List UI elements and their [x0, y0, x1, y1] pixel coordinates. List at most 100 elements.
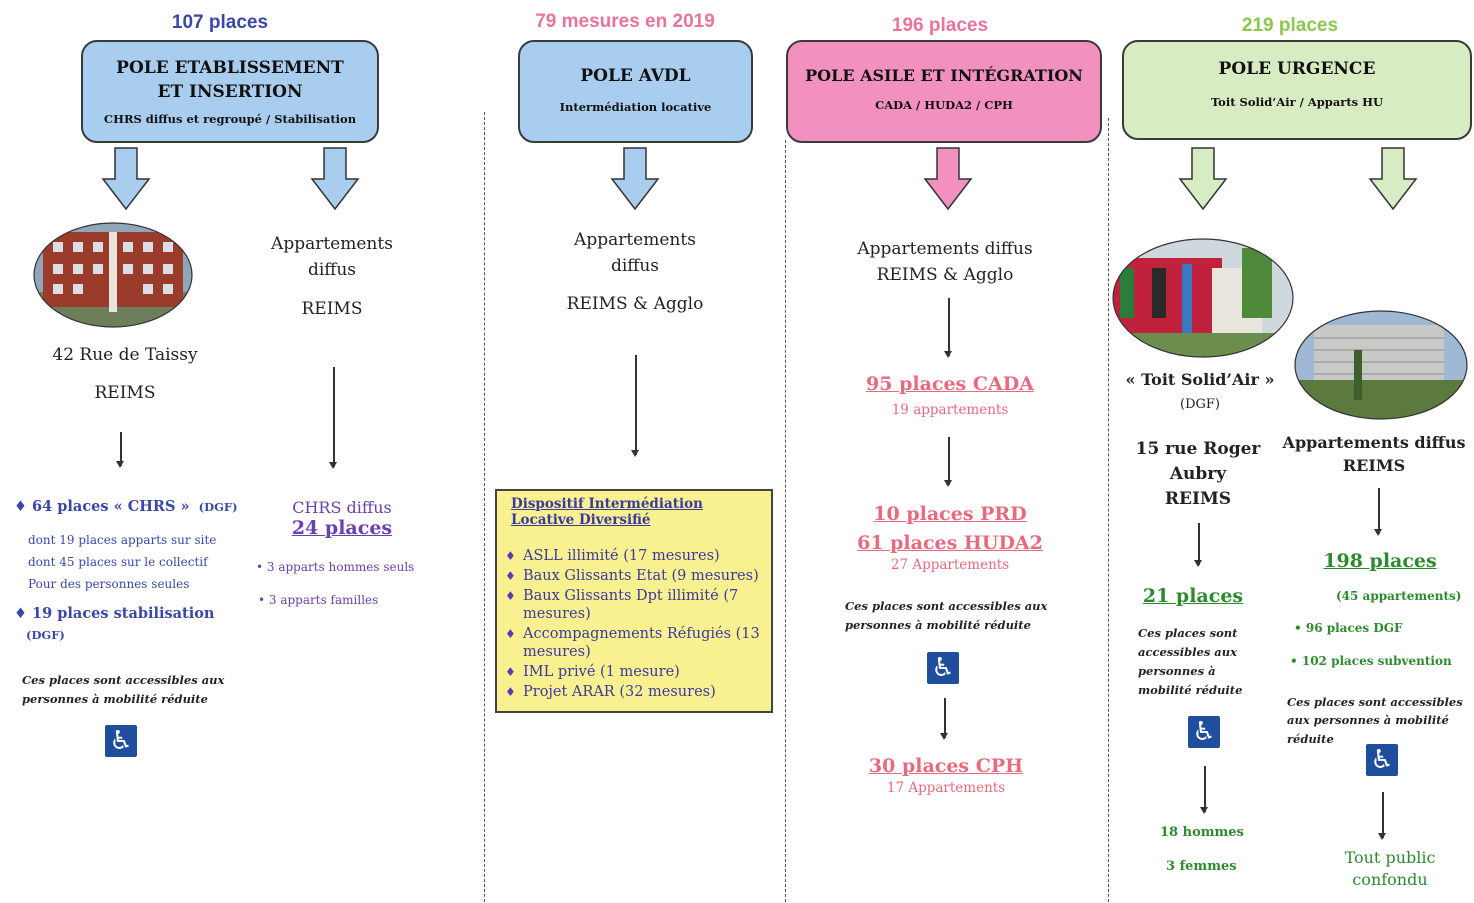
down-arrow-icon — [101, 147, 151, 211]
wheelchair-icon: ♿ — [1188, 716, 1220, 748]
pole-avdl-count: 79 mesures en 2019 — [535, 11, 715, 32]
pole-etab-sub: CHRS diffus et regroupé / Stabilisation — [103, 112, 357, 126]
col5-addr2: Aubry — [1169, 464, 1227, 484]
pole-urgence-box: POLE URGENCE Toit Solid’Air / Apparts HU — [1122, 40, 1472, 140]
pole-urgence-sub: Toit Solid’Air / Apparts HU — [1210, 95, 1384, 109]
col1-chrs-label: ♦ 64 places « CHRS » — [14, 498, 190, 515]
col4-cada: 95 places CADA — [866, 373, 1034, 395]
imld-item: ASLL illimité (17 mesures) — [501, 547, 767, 565]
col2-b2: • 3 apparts familles — [258, 593, 379, 607]
col6-places: 198 places — [1323, 550, 1437, 572]
imld-list: ASLL illimité (17 mesures) Baux Glissant… — [501, 547, 767, 701]
col2-city: REIMS — [301, 299, 363, 319]
arrow-line — [945, 298, 951, 358]
pole-urgence-count: 219 places — [1241, 15, 1339, 36]
col5-men: 18 hommes — [1160, 825, 1244, 840]
arrow-line — [632, 355, 638, 457]
col1-detail3: Pour des personnes seules — [28, 577, 190, 591]
col4-huda: 61 places HUDA2 — [857, 532, 1043, 554]
arrow-line — [1379, 792, 1385, 840]
col5-pmr2: accessibles aux — [1138, 645, 1237, 659]
col5-city: REIMS — [1164, 489, 1232, 509]
pole-urgence-title: POLE URGENCE — [1218, 59, 1376, 79]
col4-cph: 30 places CPH — [868, 755, 1024, 777]
col5-places: 21 places — [1142, 585, 1244, 607]
imld-item: Projet ARAR (32 mesures) — [501, 683, 767, 701]
col4-cada-sub: 19 appartements — [891, 402, 1009, 418]
imld-box: Dispositif Intermédiation Locative Diver… — [495, 489, 773, 713]
col1-pmr1: Ces places sont accessibles aux — [22, 673, 225, 687]
pole-asile-sub: CADA / HUDA2 / CPH — [875, 98, 1013, 112]
col4-title1: Appartements diffus — [857, 239, 1033, 259]
arrow-line — [1375, 488, 1381, 536]
col1-chrs: ♦ 64 places « CHRS » (DGF) — [14, 496, 238, 515]
wheelchair-icon: ♿ — [1366, 744, 1398, 776]
col6-pmr3: réduite — [1287, 732, 1334, 746]
col6-b2: • 102 places subvention — [1290, 654, 1452, 668]
down-arrow-icon — [923, 147, 973, 211]
pole-asile-count: 196 places — [891, 15, 989, 36]
col6-title1: Appartements diffus — [1282, 433, 1466, 452]
pole-avdl-box: POLE AVDL Intermédiation locative — [518, 40, 753, 143]
col1-address: 42 Rue de Taissy — [52, 345, 198, 365]
pole-etab-box: POLE ETABLISSEMENT ET INSERTION CHRS dif… — [81, 40, 379, 143]
pole-asile-title: POLE ASILE ET INTÉGRATION — [805, 66, 1083, 85]
col1-stab: ♦ 19 places stabilisation — [14, 605, 215, 622]
imld-item: Accompagnements Réfugiés (13 mesures) — [501, 625, 767, 661]
pole-avdl-sub: Intermédiation locative — [559, 100, 712, 114]
col1-detail2: dont 45 places sur le collectif — [28, 555, 208, 569]
col5-pmr1: Ces places sont — [1138, 626, 1238, 640]
col6-title2: REIMS — [1342, 456, 1406, 475]
col5-pmr3: personnes à — [1138, 664, 1216, 678]
down-arrow-icon — [1178, 147, 1228, 211]
col5-women: 3 femmes — [1166, 859, 1237, 874]
arrow-line — [330, 367, 336, 469]
down-arrow-icon — [610, 147, 660, 211]
col4-cph-sub: 17 Appartements — [886, 780, 1006, 796]
col1-stab-dgf: (DGF) — [26, 628, 65, 642]
col3-city: REIMS & Agglo — [566, 294, 704, 314]
col2-chrs: CHRS diffus — [292, 498, 392, 517]
imld-title2: Locative Diversifié — [511, 512, 651, 528]
pole-avdl-title: POLE AVDL — [580, 66, 691, 86]
col3-title2: diffus — [610, 256, 660, 276]
col2-b1: • 3 apparts hommes seuls — [256, 560, 415, 574]
col6-public1: Tout public — [1344, 848, 1436, 867]
imld-item: IML privé (1 mesure) — [501, 663, 767, 681]
col5-dgf: (DGF) — [1180, 397, 1220, 412]
col5-name: « Toit Solid’Air » — [1125, 370, 1275, 389]
imld-item: Baux Glissants Dpt illimité (7 mesures) — [501, 587, 767, 623]
col6-public2: confondu — [1352, 870, 1428, 889]
arrow-line — [945, 437, 951, 487]
arrow-line — [1201, 766, 1207, 814]
col4-prd: 10 places PRD — [873, 503, 1027, 525]
col6-sub: (45 appartements) — [1336, 589, 1462, 603]
col5-addr1: 15 rue Roger — [1135, 439, 1261, 459]
imld-title1: Dispositif Intermédiation — [511, 496, 703, 512]
col4-huda-sub: 27 Appartements — [890, 557, 1010, 573]
building-photo — [33, 222, 193, 328]
colorful-building-photo — [1112, 238, 1294, 358]
col2-places: 24 places — [291, 517, 393, 539]
imld-item: Baux Glissants Etat (9 mesures) — [501, 567, 767, 585]
col1-city: REIMS — [94, 383, 156, 403]
arrow-line — [117, 432, 123, 468]
separator-1 — [484, 112, 485, 902]
col6-pmr1: Ces places sont accessibles — [1287, 695, 1463, 709]
col6-b1: • 96 places DGF — [1294, 621, 1403, 635]
arrow-line — [1195, 523, 1201, 567]
pole-etab-title1: POLE ETABLISSEMENT — [116, 58, 344, 78]
col1-detail1: dont 19 places apparts sur site — [28, 533, 217, 547]
col2-title1: Appartements — [271, 234, 393, 254]
col1-chrs-dgf: (DGF) — [198, 500, 238, 514]
col4-pmr1: Ces places sont accessibles aux — [845, 599, 1048, 613]
pole-asile-box: POLE ASILE ET INTÉGRATION CADA / HUDA2 /… — [786, 40, 1102, 143]
col4-title2: REIMS & Agglo — [876, 265, 1014, 285]
col6-pmr2: aux personnes à mobilité — [1287, 713, 1449, 727]
col5-pmr4: mobilité réduite — [1138, 683, 1243, 697]
separator-2 — [785, 140, 786, 902]
wheelchair-icon: ♿ — [927, 652, 959, 684]
down-arrow-icon — [1368, 147, 1418, 211]
wheelchair-icon: ♿ — [105, 725, 137, 757]
col2-title2: diffus — [307, 260, 357, 280]
